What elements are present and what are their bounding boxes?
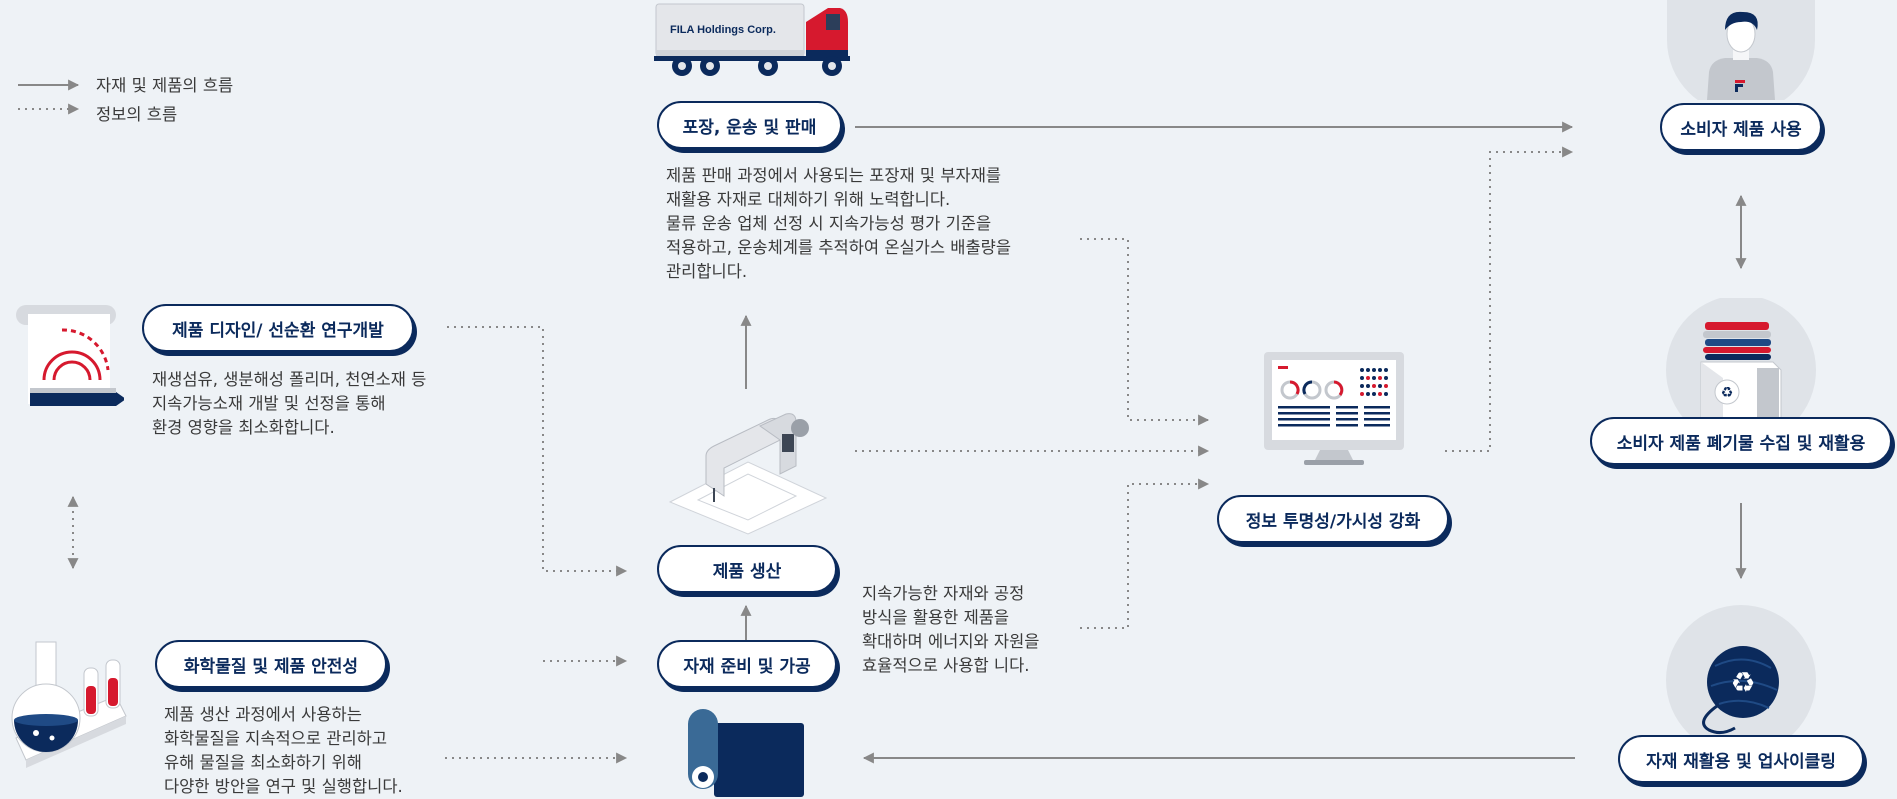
packaging-desc-line: 적용하고, 운송체계를 추적하여 온실가스 배출량을 (666, 238, 1012, 257)
recycle-box-icon: ♻ (1666, 298, 1816, 418)
material-to-transparency-link (1080, 478, 1210, 629)
chemical-flask-icon (11, 641, 127, 768)
material-desc-line: 방식을 활용한 제품을 (862, 608, 1010, 627)
legend-material-flow-label: 자재 및 제품의 흐름 (96, 76, 234, 95)
transparency-to-consumer-link (1445, 146, 1574, 452)
design-to-production-link (447, 326, 628, 577)
svg-text:♻: ♻ (1730, 666, 1755, 699)
node-upcycling[interactable]: 자재 재활용 및 업사이클링 (1618, 735, 1864, 783)
monitor-icon (1264, 352, 1404, 465)
node-packaging-shipping-sales[interactable]: 포장, 운송 및 판매 (657, 101, 842, 149)
yarn-ball-icon: ♻ (1666, 605, 1816, 740)
chemical-desc-line: 다양한 방안을 연구 및 실행합니다. (164, 777, 403, 796)
node-material-prep[interactable]: 자재 준비 및 가공 (657, 640, 837, 688)
design-scroll-icon (16, 305, 124, 406)
svg-text:♻: ♻ (1721, 385, 1734, 401)
truck-icon: FILA Holdings Corp. (654, 3, 850, 76)
chemical-desc-line: 화학물질을 지속적으로 관리하고 (164, 729, 388, 748)
design-desc-line: 환경 영향을 최소화합니다. (152, 418, 335, 437)
design-description: 재생섬유, 생분해성 폴리머, 천연소재 등 지속가능소재 개발 및 선정을 통… (152, 368, 426, 440)
packaging-desc-line: 재활용 자재로 대체하기 위해 노력합니다. (666, 190, 951, 209)
packaging-to-transparency-link (1080, 238, 1210, 426)
chemical-description: 제품 생산 과정에서 사용하는 화학물질을 지속적으로 관리하고 유해 물질을 … (164, 703, 403, 799)
packaging-desc-line: 물류 운송 업체 선정 시 지속가능성 평가 기준을 (666, 214, 992, 233)
chemical-desc-line: 유해 물질을 최소화하기 위해 (164, 753, 362, 772)
material-desc-line: 지속가능한 자재와 공정 (862, 584, 1025, 603)
node-info-transparency[interactable]: 정보 투명성/가시성 강화 (1217, 495, 1449, 543)
node-design-rnd[interactable]: 제품 디자인/ 선순환 연구개발 (142, 304, 414, 352)
design-desc-line: 재생섬유, 생분해성 폴리머, 천연소재 등 (152, 370, 427, 389)
packaging-desc-line: 관리합니다. (666, 262, 748, 281)
node-chemical-safety[interactable]: 화학물질 및 제품 안전성 (155, 640, 387, 688)
node-production[interactable]: 제품 생산 (657, 545, 837, 593)
node-consumer-use[interactable]: 소비자 제품 사용 (1660, 103, 1822, 151)
node-waste-collection[interactable]: 소비자 제품 폐기물 수집 및 재활용 (1590, 417, 1892, 465)
material-prep-description: 지속가능한 자재와 공정 방식을 활용한 제품을 확대하며 에너지와 자원을 효… (862, 582, 1039, 678)
consumer-person-icon (1667, 0, 1815, 100)
truck-brand-text: FILA Holdings Corp. (670, 24, 776, 36)
chemical-desc-line: 제품 생산 과정에서 사용하는 (164, 705, 362, 724)
design-desc-line: 지속가능소재 개발 및 선정을 통해 (152, 394, 386, 413)
sewing-machine-icon (668, 413, 828, 535)
packaging-desc-line: 제품 판매 과정에서 사용되는 포장재 및 부자재를 (666, 166, 1002, 185)
fabric-roll-icon (688, 709, 804, 797)
material-desc-line: 효율적으로 사용합 니다. (862, 656, 1030, 675)
packaging-description: 제품 판매 과정에서 사용되는 포장재 및 부자재를 재활용 자재로 대체하기 … (666, 164, 1011, 284)
legend-info-flow-label: 정보의 흐름 (96, 105, 178, 124)
material-desc-line: 확대하며 에너지와 자원을 (862, 632, 1040, 651)
